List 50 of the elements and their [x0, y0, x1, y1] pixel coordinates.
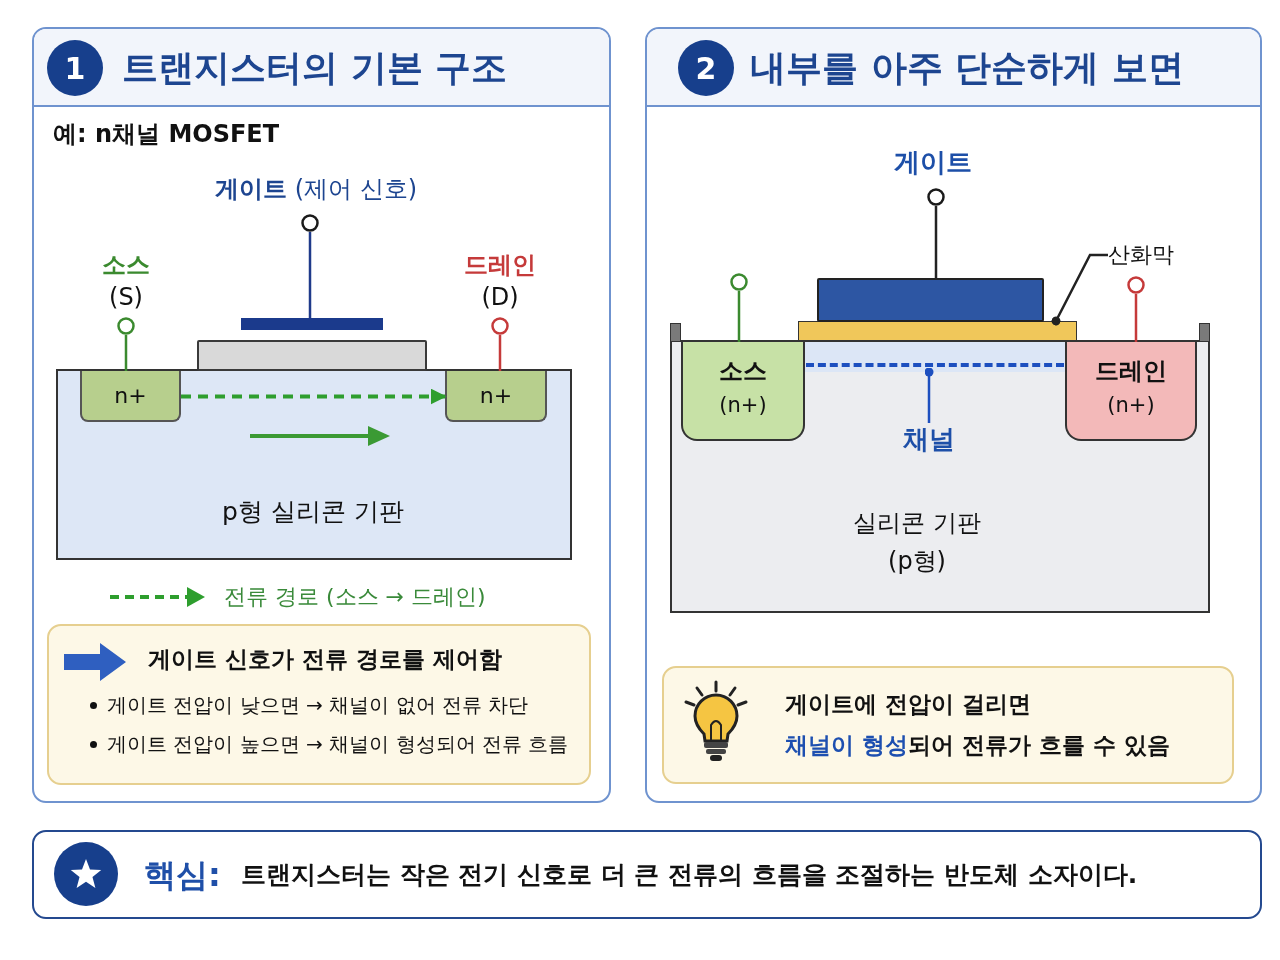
drain-region: 드레인 (n+) — [1065, 342, 1197, 441]
terminal-label: 소스 (S) — [102, 249, 150, 313]
lead-wire — [498, 335, 502, 371]
substrate-block — [670, 340, 1210, 613]
key-label: 핵심: — [144, 854, 221, 896]
current-arrow — [181, 388, 447, 405]
part-label: 산화막 — [1108, 239, 1174, 271]
terminal-circle — [1127, 276, 1145, 294]
key-box — [32, 830, 1262, 919]
part-label: 채널 — [903, 423, 955, 455]
doped-region: n+ — [445, 371, 547, 422]
leader-line — [924, 367, 934, 423]
gate-electrode — [241, 318, 383, 330]
section-title: 내부를 아주 단순하게 보면 — [750, 46, 1184, 90]
legend-label: 전류 경로 (소스 → 드레인) — [224, 583, 486, 611]
section-panel — [645, 27, 1262, 803]
terminal-label: 드레인 (D) — [464, 249, 536, 313]
oxide-layer — [798, 321, 1077, 341]
terminal-circle — [301, 214, 319, 232]
gate-electrode — [817, 278, 1044, 322]
doped-region: n+ — [80, 371, 181, 422]
key-sentence: 트랜지스터는 작은 전기 신호로 더 큰 전류의 흐름을 조절하는 반도체 소자이다. — [240, 858, 1138, 891]
channel-strip — [805, 342, 1065, 372]
source-region: 소스 (n+) — [681, 342, 805, 441]
substrate-block — [56, 369, 572, 560]
lead-wire — [308, 232, 312, 318]
insulator-layer — [197, 340, 427, 371]
lead-wire — [934, 206, 938, 278]
example-caption: 예: n채널 MOSFET — [53, 119, 280, 150]
terminal-label: 게이트 (제어 신호) — [215, 173, 417, 205]
lead-wire — [124, 335, 128, 371]
terminal-circle — [730, 273, 748, 291]
leader-line — [1051, 253, 1108, 326]
tip-text: 게이트에 전압이 걸리면 — [785, 690, 1031, 719]
section-title: 트랜지스터의 기본 구조 — [122, 46, 508, 90]
substrate-label: p형 실리콘 기판 — [222, 496, 404, 528]
lead-wire — [1134, 294, 1138, 342]
bullet-item: 게이트 전압이 높으면 → 채널이 형성되어 전류 흐름 — [88, 727, 569, 761]
terminal-circle — [117, 317, 135, 335]
terminal-label: 게이트 — [894, 146, 972, 178]
tip-box — [662, 666, 1234, 784]
lead-wire — [737, 291, 741, 342]
bullet-item: 게이트 전압이 낮으면 → 채널이 없어 전류 차단 — [88, 688, 529, 722]
tip-text: 채널이 형성되어 전류가 흐를 수 있음 — [785, 731, 1171, 760]
note-box — [47, 624, 591, 785]
note-heading: 게이트 신호가 전류 경로를 제어함 — [148, 645, 503, 674]
terminal-circle — [491, 317, 509, 335]
terminal-circle — [927, 188, 945, 206]
substrate-label: 실리콘 기판 (p형) — [852, 508, 982, 577]
section-panel — [32, 27, 611, 803]
